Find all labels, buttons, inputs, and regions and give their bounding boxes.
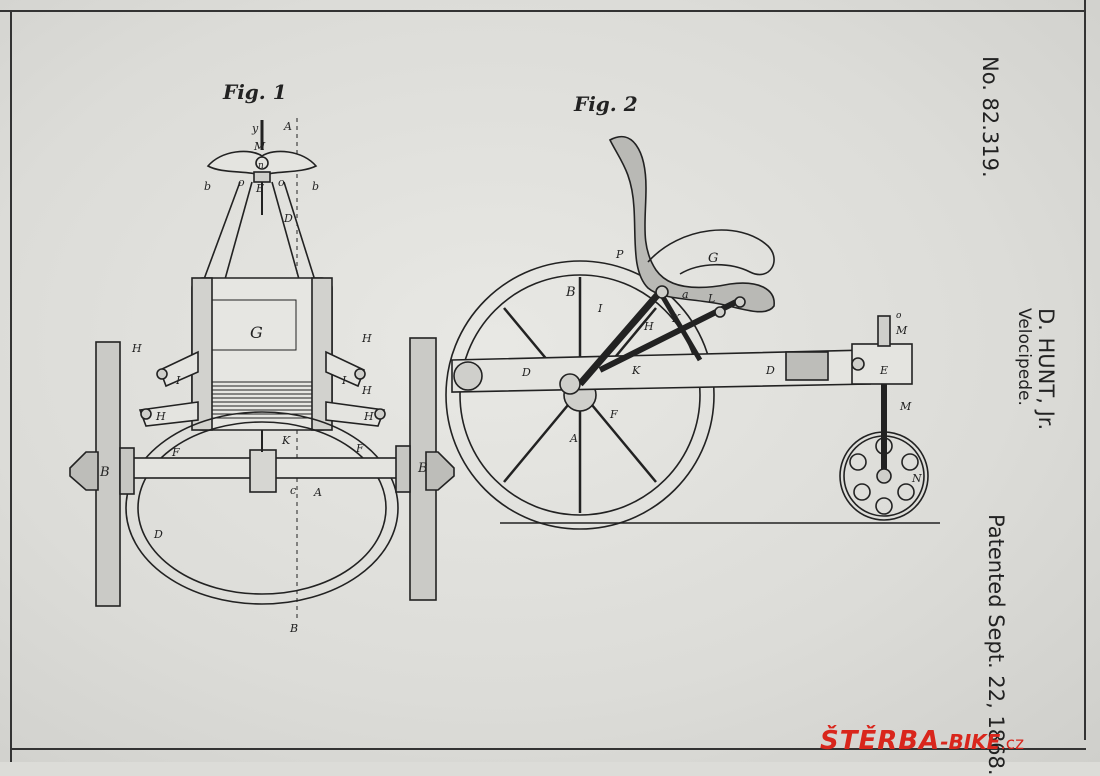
label-fig1-y: y xyxy=(251,122,259,135)
label-fig1-o-right: o xyxy=(278,176,285,189)
label-fig1-f2: F xyxy=(355,442,364,455)
label-fig2-n: N xyxy=(911,472,922,485)
fig2-drawing xyxy=(445,135,940,530)
label-fig1-b-wheel-right: B xyxy=(417,461,428,476)
label-fig2-b: B xyxy=(565,285,576,300)
label-fig2-d2: D xyxy=(765,364,775,377)
border-right xyxy=(1084,0,1086,740)
fig1-title: Fig. 1 xyxy=(223,80,287,104)
label-fig1-b-bottom: B xyxy=(289,622,298,635)
label-fig1-d-bottom: D xyxy=(153,528,163,541)
inventor-name: D. HUNT, Jr. xyxy=(1034,308,1058,431)
label-fig2-a: a xyxy=(682,288,689,301)
label-fig2-m1: M xyxy=(895,324,908,337)
label-fig1-b-left: b xyxy=(204,180,211,193)
label-fig2-f: F xyxy=(609,408,618,421)
label-fig1-m: M xyxy=(253,140,266,153)
watermark: ŠTĚRBA-BIKE.cz xyxy=(820,726,1024,756)
label-fig1-n: n xyxy=(258,161,264,171)
label-fig1-h5: H xyxy=(363,410,374,423)
border-top xyxy=(0,10,1086,12)
label-fig1-i1: I xyxy=(175,374,181,387)
label-fig2-k2: K xyxy=(631,364,641,377)
watermark-tld: .cz xyxy=(1000,734,1025,754)
label-fig2-o: o xyxy=(896,311,902,321)
label-fig1-h3: H xyxy=(155,410,166,423)
label-fig1-f1: F xyxy=(171,446,180,459)
border-left xyxy=(10,10,12,762)
label-fig1-e: E xyxy=(255,182,264,195)
label-fig2-h: H xyxy=(643,320,654,333)
label-fig1-d-top: D xyxy=(283,212,293,225)
label-fig1-a-top: A xyxy=(283,120,292,133)
label-fig1-g: G xyxy=(250,323,263,342)
patent-date: Patented Sept. 22, 1868. xyxy=(984,514,1008,776)
label-fig1-k: K xyxy=(281,434,291,447)
fig1-labels: y A M n b o E o b D G H H I H H I H K F … xyxy=(99,120,428,635)
label-fig2-e: E xyxy=(879,364,888,377)
border-bottom xyxy=(10,748,1086,750)
label-fig2-d1: D xyxy=(521,366,531,379)
label-fig1-c: c xyxy=(290,484,296,497)
label-fig2-i: I xyxy=(597,302,603,315)
label-fig1-h1: H xyxy=(131,342,142,355)
fig2-labels: P G B I a L H K D K D F A M E M N o xyxy=(521,248,922,485)
watermark-suffix: -BIKE xyxy=(940,730,1001,754)
label-fig1-i2: I xyxy=(341,374,347,387)
label-fig1-o-left: o xyxy=(238,176,245,189)
label-fig2-a-hub: A xyxy=(569,432,578,445)
label-fig1-h2: H xyxy=(361,332,372,345)
label-fig2-p: P xyxy=(615,248,624,261)
invention-title: Velocipede. xyxy=(1014,308,1034,406)
fig2-title: Fig. 2 xyxy=(574,92,638,116)
label-fig1-b-right: b xyxy=(312,180,319,193)
label-fig2-m2: M xyxy=(899,400,912,413)
label-fig1-b-wheel-left: B xyxy=(99,465,110,480)
label-fig2-g: G xyxy=(708,251,718,266)
fig1-drawing xyxy=(69,118,455,618)
label-fig2-k1: K xyxy=(671,312,681,325)
patent-number: No. 82.319. xyxy=(978,56,1002,178)
watermark-brand: ŠTĚRBA xyxy=(820,726,941,756)
label-fig2-l: L xyxy=(707,292,715,305)
label-fig1-h4: H xyxy=(361,384,372,397)
label-fig1-a-mid: A xyxy=(313,486,322,499)
